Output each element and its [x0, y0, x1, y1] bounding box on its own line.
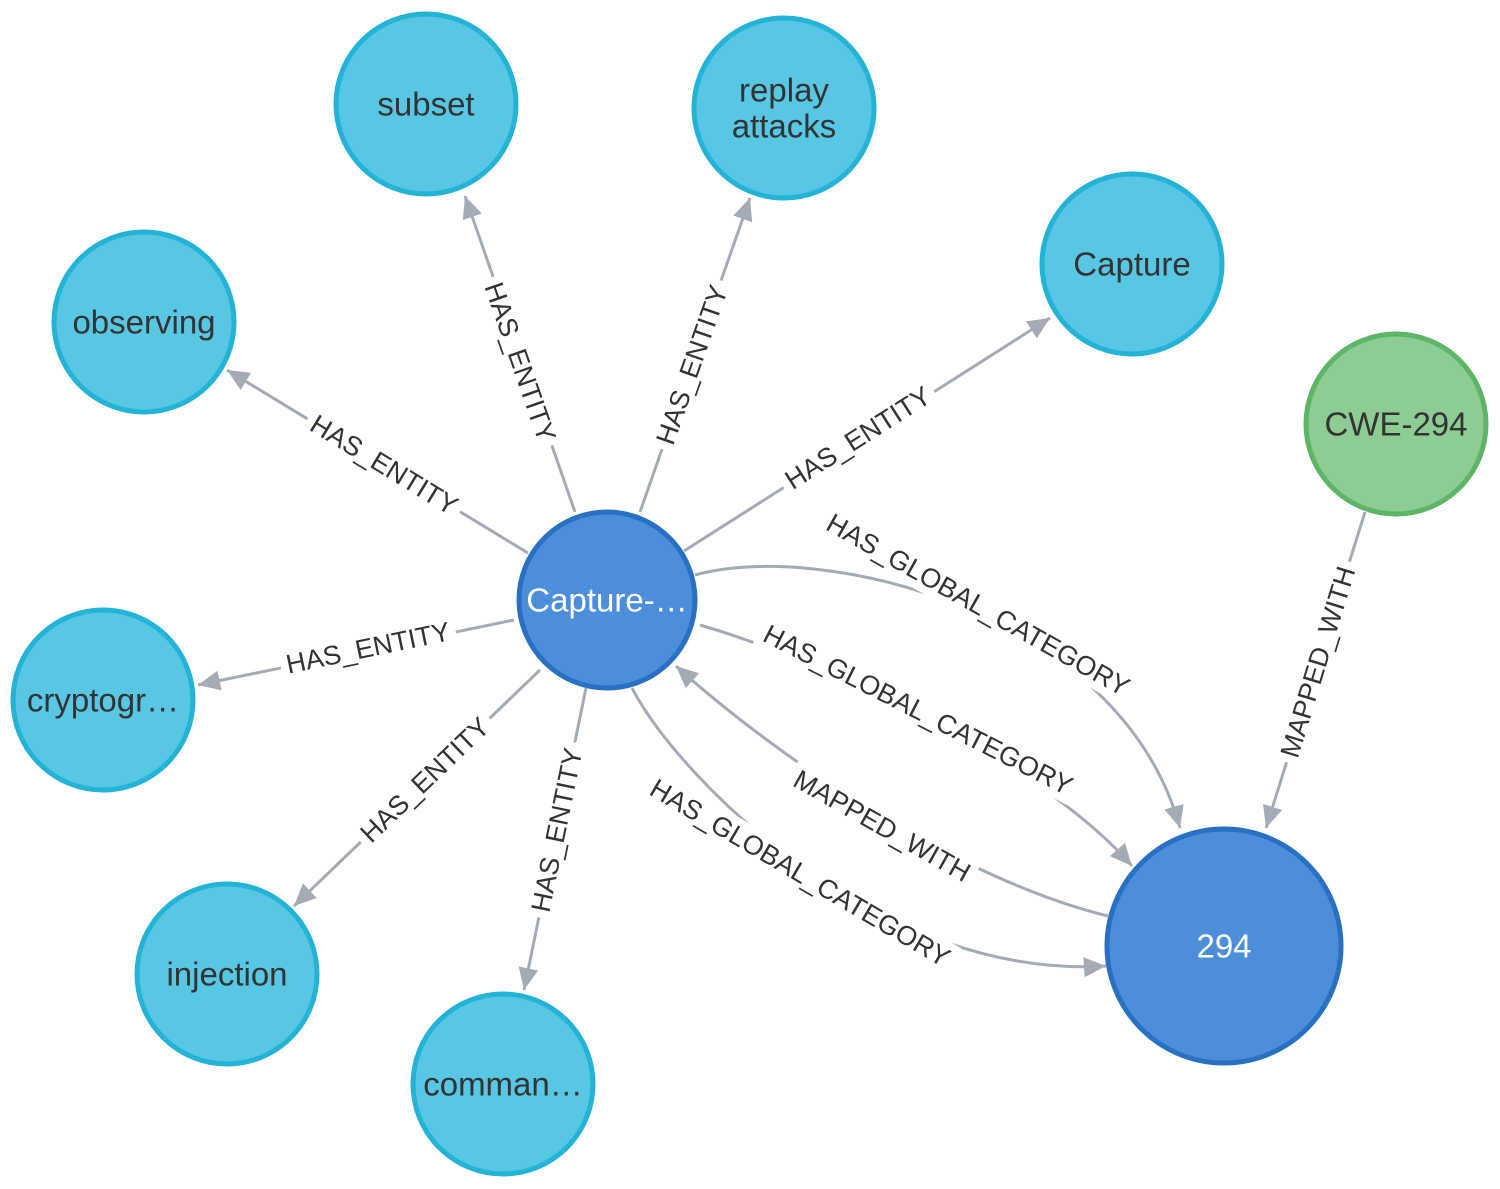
edge-label: HAS_ENTITY: [355, 712, 496, 849]
edge-arrowhead: [227, 370, 251, 390]
edge-label-background: [773, 375, 943, 501]
edge-label: HAS_ENTITY: [526, 745, 589, 914]
edge-capture-command[interactable]: HAS_ENTITY: [518, 687, 592, 991]
edge-label-background: [277, 613, 459, 683]
edge-arrowhead: [518, 966, 539, 990]
node-label: injection: [166, 956, 287, 993]
edge-label-background: [752, 614, 1084, 806]
edge-label-background: [348, 705, 502, 855]
edge-label-background: [815, 503, 1141, 707]
edge-label: HAS_GLOBAL_CATEGORY: [645, 773, 955, 973]
node-circle[interactable]: [10, 607, 196, 793]
edge-capture-crypto[interactable]: HAS_ENTITY: [197, 613, 515, 691]
node-capture[interactable]: Capture: [1039, 171, 1225, 357]
node-label: cryptogr…: [27, 682, 179, 719]
node-label-line: attacks: [732, 108, 837, 145]
node-label: subset: [377, 86, 474, 123]
edge-arrowhead: [294, 883, 317, 906]
edge-label: HAS_ENTITY: [650, 281, 733, 448]
node-circle[interactable]: [333, 11, 519, 197]
node-label: comman…: [423, 1066, 583, 1103]
node-label-line: replay: [739, 72, 829, 109]
edge-arrowhead: [1263, 804, 1283, 828]
node-circle[interactable]: [410, 991, 596, 1177]
node-cwe-294[interactable]: CWE-294: [1303, 331, 1489, 517]
node-label: Capture: [1073, 246, 1190, 283]
edge-arrowhead: [462, 196, 482, 221]
edge-label: HAS_ENTITY: [283, 616, 452, 679]
node-label: Capture-…: [526, 582, 687, 619]
edge-capture-subset[interactable]: HAS_ENTITY: [462, 195, 577, 513]
edge-label-background: [298, 404, 470, 526]
node-label: CWE-294: [1324, 406, 1467, 443]
node-comman[interactable]: comman…: [410, 991, 596, 1177]
edge-capture-replay[interactable]: HAS_ENTITY: [638, 197, 753, 513]
edge-capture-observing[interactable]: HAS_ENTITY: [226, 368, 529, 555]
node-circle[interactable]: [134, 881, 320, 1067]
edge-label: HAS_ENTITY: [305, 409, 463, 521]
edge-label-background: [522, 739, 592, 921]
edge-arrowhead: [198, 670, 222, 691]
edge-label: HAS_ENTITY: [780, 381, 937, 496]
edge-label-background: [782, 759, 982, 893]
edge-arrowhead: [1083, 957, 1106, 978]
node-label: observing: [72, 304, 215, 341]
node-circle[interactable]: [691, 15, 877, 201]
node-label: 294: [1196, 928, 1251, 965]
edge-arrowhead: [676, 666, 700, 689]
edge-arrowhead: [733, 198, 753, 223]
edge-capture-294[interactable]: HAS_GLOBAL_CATEGORY: [694, 503, 1184, 829]
node-circle[interactable]: [1303, 331, 1489, 517]
edge-label: HAS_ENTITY: [478, 278, 561, 445]
edge-arrowhead: [1164, 804, 1184, 828]
node-subset[interactable]: subset: [333, 11, 519, 197]
edge-capture-injection[interactable]: HAS_ENTITY: [292, 668, 542, 908]
edge-label-background: [1271, 556, 1365, 768]
edge-arrowhead: [1026, 318, 1050, 339]
node-circle[interactable]: [1104, 826, 1344, 1066]
node-observing[interactable]: observing: [51, 229, 237, 415]
edge-arrowhead: [1109, 842, 1132, 866]
edge-cwe294-294[interactable]: MAPPED_WITH: [1263, 511, 1367, 829]
node-circle[interactable]: [516, 509, 698, 691]
edge-label: MAPPED_WITH: [1275, 563, 1362, 761]
edge-label-background: [474, 272, 566, 452]
node-circle[interactable]: [51, 229, 237, 415]
edge-label-background: [638, 768, 962, 978]
edge-label-background: [646, 275, 738, 455]
node-injection[interactable]: injection: [134, 881, 320, 1067]
node-capture-main[interactable]: Capture-…: [516, 509, 698, 691]
node-cryptogr[interactable]: cryptogr…: [10, 607, 196, 793]
node-294[interactable]: 294: [1104, 826, 1344, 1066]
edge-capture-capture2[interactable]: HAS_ENTITY: [683, 316, 1051, 553]
node-circle[interactable]: [1039, 171, 1225, 357]
